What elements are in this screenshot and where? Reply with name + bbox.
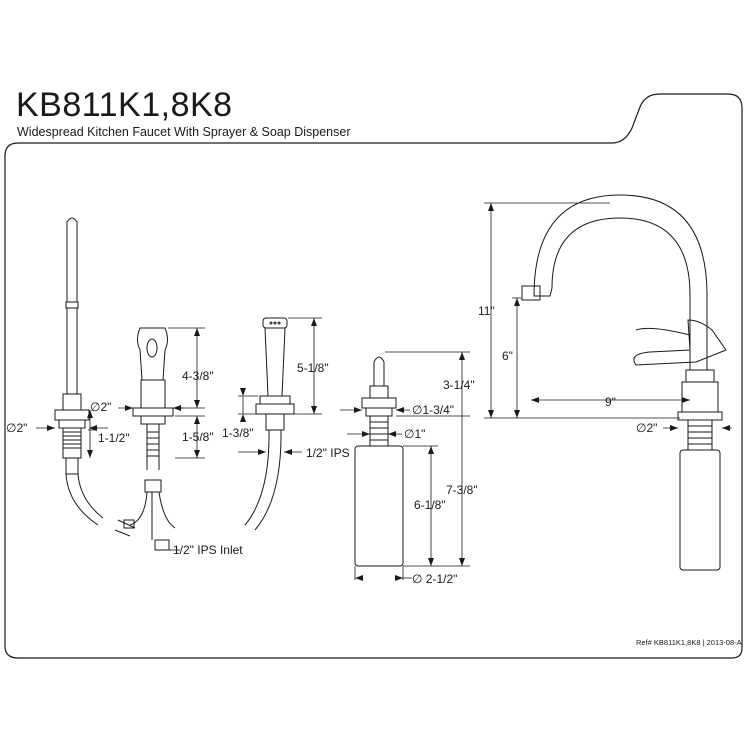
dim-spout-clearance: 6": [502, 349, 513, 363]
dim-soap-shank: ∅1": [404, 427, 425, 441]
dim-sprayer-height: 5-1/8": [297, 361, 329, 375]
dim-rod-diameter: ∅2": [6, 421, 27, 435]
side-sprayer: [244, 317, 295, 531]
dimension-arrows: [47, 203, 730, 581]
side-handle-rod: [54, 217, 104, 526]
dim-soap-bottle-height: 6-1/8": [414, 498, 446, 512]
product-description: Widespread Kitchen Faucet With Sprayer &…: [17, 125, 351, 139]
dim-soap-flange: ∅1-3/4": [412, 403, 454, 417]
dim-spout-reach: 9": [605, 395, 616, 409]
dim-sprayer-base: 1-3/8": [222, 426, 254, 440]
reference-note: Ref# KB811K1,8K8 | 2013-08-A: [636, 638, 742, 647]
dim-spout-base: ∅2": [636, 421, 657, 435]
dim-handle-diameter: ∅2": [90, 400, 111, 414]
soap-dispenser: [354, 356, 404, 567]
dim-spout-height: 11": [478, 304, 495, 318]
drawing-frame: [4, 93, 743, 659]
dim-soap-total: 7-3/8": [446, 483, 478, 497]
dim-soap-bottle-diameter: ∅ 2-1/2": [412, 572, 457, 586]
dim-soap-pump-height: 3-1/4": [443, 378, 475, 392]
dim-handle-base: 1-5/8": [182, 430, 214, 444]
dim-sprayer-ips: 1/2" IPS: [306, 446, 350, 460]
dim-rod-spacing: 1-1/2": [98, 431, 130, 445]
model-title: KB811K1,8K8: [16, 86, 233, 124]
dimension-lines: [36, 202, 732, 580]
handle-valve: [114, 327, 176, 551]
dim-handle-height: 4-3/8": [182, 369, 214, 383]
dim-inlet: 1/2" IPS Inlet: [173, 543, 243, 557]
gooseneck-spout: [521, 194, 727, 571]
